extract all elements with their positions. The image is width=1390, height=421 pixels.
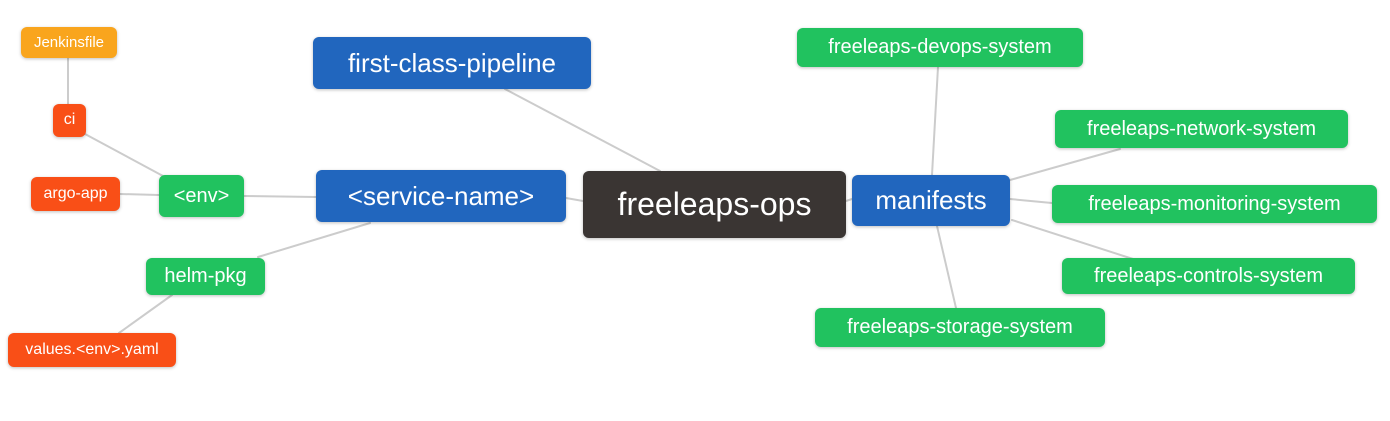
edge-first-class-pipeline-to-freeleaps-ops <box>504 88 661 172</box>
node-service-name[interactable]: <service-name> <box>316 170 566 222</box>
node-label: freeleaps-monitoring-system <box>1088 192 1341 215</box>
node-freeleaps-storage-system[interactable]: freeleaps-storage-system <box>815 308 1105 347</box>
node-label: manifests <box>875 185 987 215</box>
node-label: <env> <box>173 184 230 207</box>
node-manifests[interactable]: manifests <box>852 175 1010 226</box>
node-freeleaps-ops[interactable]: freeleaps-ops <box>583 171 846 238</box>
edge-argo-app-to-env <box>119 193 160 196</box>
edge-manifests-to-freeleaps-controls-system <box>1011 219 1134 260</box>
node-label: argo-app <box>43 184 108 202</box>
node-argo-app[interactable]: argo-app <box>31 177 120 211</box>
node-env[interactable]: <env> <box>159 175 244 217</box>
node-helm-pkg[interactable]: helm-pkg <box>146 258 265 295</box>
node-label: ci <box>63 111 76 128</box>
node-first-class-pipeline[interactable]: first-class-pipeline <box>313 37 591 89</box>
node-label: first-class-pipeline <box>347 47 557 78</box>
node-label: freeleaps-controls-system <box>1094 264 1323 287</box>
edge-helm-pkg-to-values-env-yaml <box>118 294 173 334</box>
edge-manifests-to-freeleaps-monitoring-system <box>1009 198 1053 204</box>
node-label: freeleaps-ops <box>617 186 812 222</box>
edge-service-name-to-freeleaps-ops <box>565 197 584 202</box>
edge-env-to-service-name <box>243 195 317 198</box>
node-label: freeleaps-devops-system <box>828 36 1052 58</box>
node-label: values.<env>.yaml <box>25 340 159 358</box>
node-label: freeleaps-network-system <box>1087 117 1316 140</box>
edge-manifests-to-freeleaps-devops-system <box>931 66 939 176</box>
node-label: <service-name> <box>347 180 535 211</box>
node-values-env-yaml[interactable]: values.<env>.yaml <box>8 333 176 367</box>
node-freeleaps-network-system[interactable]: freeleaps-network-system <box>1055 110 1348 148</box>
node-ci[interactable]: ci <box>53 104 86 137</box>
node-label: Jenkinsfile <box>33 33 105 51</box>
node-jenkinsfile[interactable]: Jenkinsfile <box>21 27 117 58</box>
edge-manifests-to-freeleaps-storage-system <box>936 225 957 309</box>
edge-freeleaps-ops-to-manifests <box>845 198 853 202</box>
node-freeleaps-controls-system[interactable]: freeleaps-controls-system <box>1062 258 1355 294</box>
node-label: helm-pkg <box>164 265 247 287</box>
node-label: freeleaps-storage-system <box>847 316 1073 338</box>
edge-ci-to-env <box>84 133 164 177</box>
edge-manifests-to-freeleaps-network-system <box>1009 148 1121 181</box>
edge-service-name-to-helm-pkg <box>257 222 371 258</box>
node-freeleaps-devops-system[interactable]: freeleaps-devops-system <box>797 28 1083 67</box>
node-freeleaps-monitoring-system[interactable]: freeleaps-monitoring-system <box>1052 185 1377 223</box>
